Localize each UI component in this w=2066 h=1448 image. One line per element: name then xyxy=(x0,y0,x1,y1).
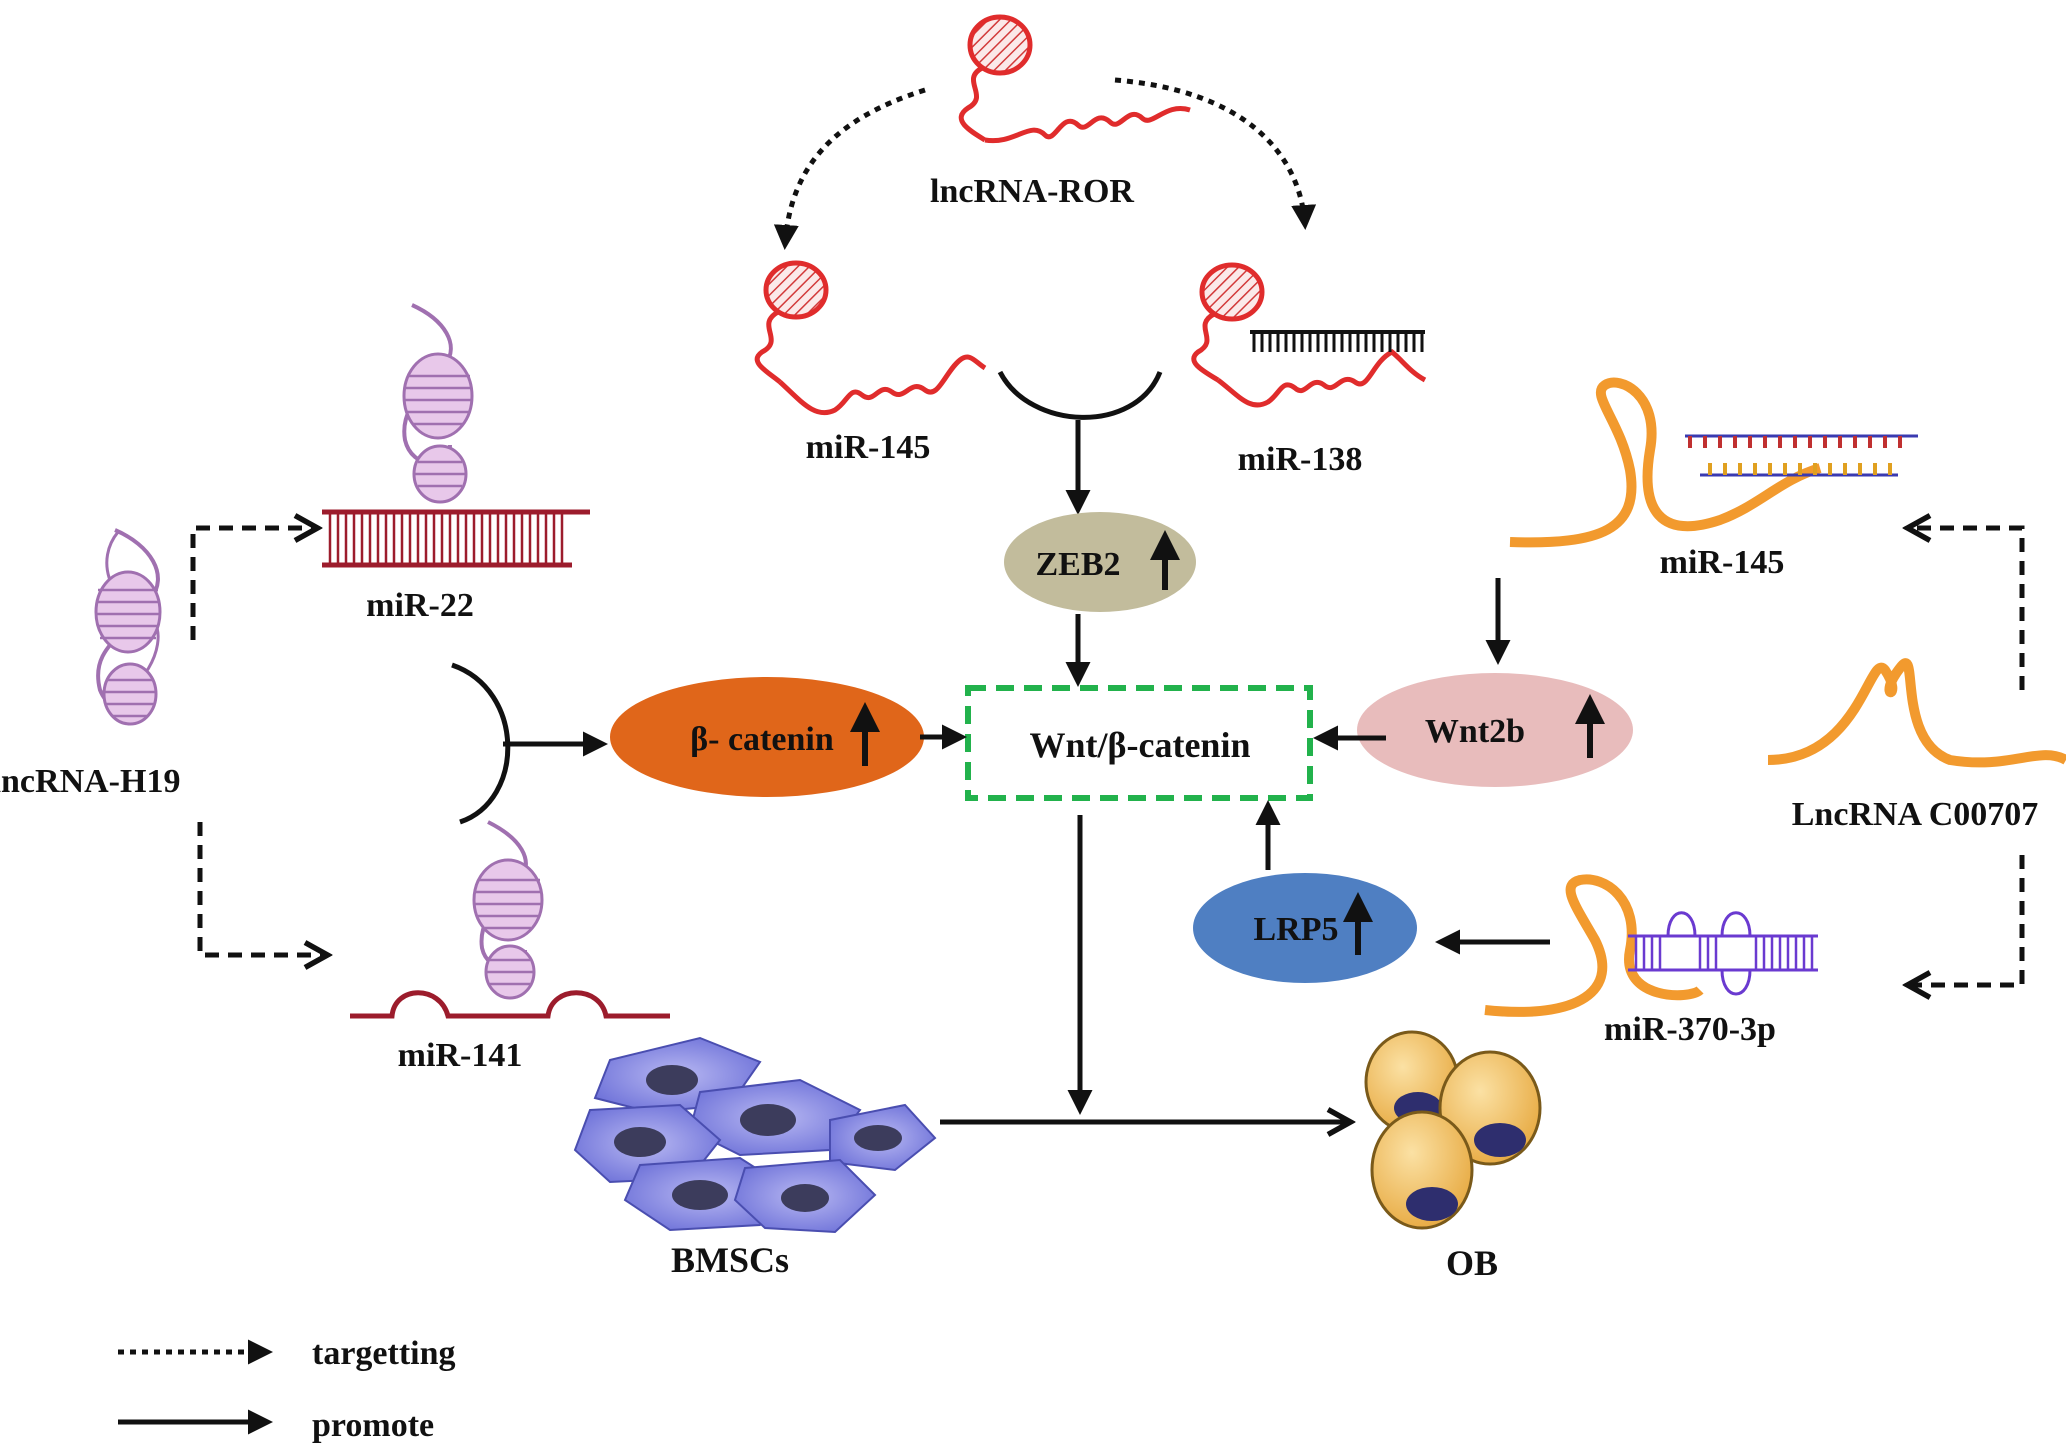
beta-catenin-node: β- catenin xyxy=(610,677,924,797)
mir145-c00707-icon xyxy=(1509,377,1918,548)
h19-to-mir22-arrow xyxy=(190,528,315,640)
mir141-label: miR-141 xyxy=(398,1037,523,1074)
mir145-ror-icon xyxy=(754,260,987,416)
wnt2b-node: Wnt2b xyxy=(1357,673,1633,787)
wnt2b-label: Wnt2b xyxy=(1425,713,1525,750)
mir370-icon xyxy=(1484,874,1818,1017)
lrp5-label: LRP5 xyxy=(1254,911,1339,948)
ror-mirna-bracket xyxy=(997,370,1163,420)
beta-catenin-label: β- catenin xyxy=(690,721,834,758)
bmscs-label: BMSCs xyxy=(671,1240,789,1280)
ror-to-mir138-arrow xyxy=(1114,77,1317,230)
ob-icon xyxy=(1364,1030,1542,1230)
ror-to-mir145-arrow xyxy=(773,87,926,250)
mir145-ror-label: miR-145 xyxy=(806,429,931,466)
c00707-to-mir145-arrow xyxy=(1910,528,2025,690)
h19-to-mir141-arrow xyxy=(197,822,325,955)
legend-targetting-label: targetting xyxy=(312,1335,456,1372)
wnt-beta-catenin-node: Wnt/β-catenin xyxy=(965,685,1313,801)
mir370-label: miR-370-3p xyxy=(1604,1011,1776,1048)
legend: targetting promote xyxy=(118,1335,456,1444)
mir22-label: miR-22 xyxy=(366,587,474,624)
mir22-icon xyxy=(322,303,590,568)
c00707-to-mir370-arrow xyxy=(1910,855,2025,985)
zeb2-label: ZEB2 xyxy=(1035,546,1120,583)
legend-promote-label: promote xyxy=(312,1407,434,1444)
wnt-beta-catenin-label: Wnt/β-catenin xyxy=(1030,725,1251,765)
lncrna-ror-label: lncRNA-ROR xyxy=(930,173,1134,210)
h19-mirna-bracket xyxy=(451,662,511,825)
mir138-ror-label: miR-138 xyxy=(1238,441,1363,478)
mir145-c00707-label: miR-145 xyxy=(1660,544,1785,581)
bmscs-icon xyxy=(573,1036,937,1234)
ob-label: OB xyxy=(1446,1243,1498,1283)
lncrna-h19-label: lncRNA-H19 xyxy=(0,763,180,800)
mir138-ror-icon xyxy=(1191,262,1427,408)
lrp5-node: LRP5 xyxy=(1193,873,1417,983)
mir141-icon xyxy=(350,820,670,1019)
zeb2-node: ZEB2 xyxy=(1004,512,1196,612)
lncrna-c00707-icon xyxy=(1767,658,2066,768)
lncrna-ror-icon xyxy=(958,14,1191,144)
lncrna-c00707-label: LncRNA C00707 xyxy=(1792,796,2039,833)
lncrna-h19-icon xyxy=(94,528,162,726)
